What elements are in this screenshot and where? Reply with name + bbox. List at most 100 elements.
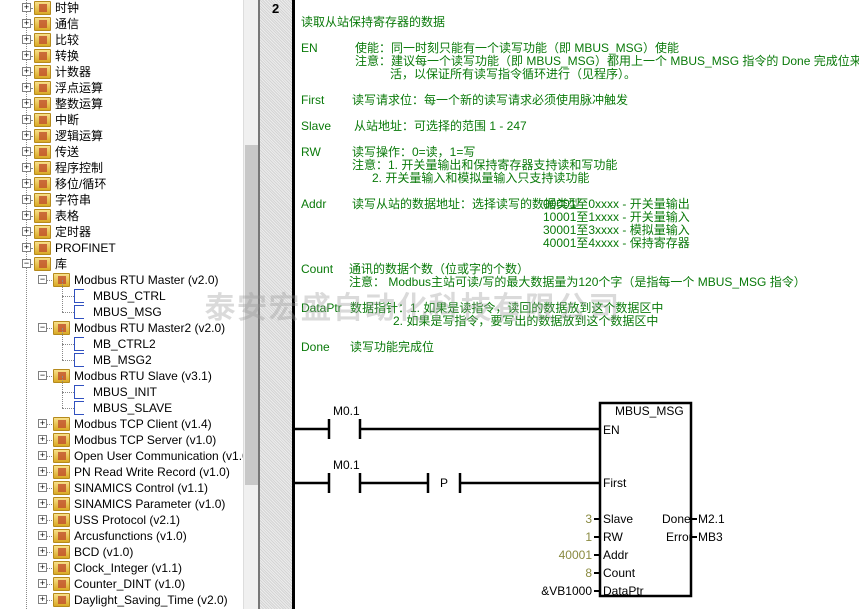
tree-item-category[interactable]: +字符串 bbox=[22, 193, 92, 207]
scrollbar-thumb[interactable] bbox=[245, 145, 258, 485]
tree-item-library-group[interactable]: −Modbus RTU Master (v2.0) bbox=[38, 273, 219, 287]
tree-item-category[interactable]: +比较 bbox=[22, 33, 80, 47]
expand-icon[interactable]: + bbox=[22, 82, 31, 92]
pin-addr: Addr bbox=[603, 548, 629, 562]
collapse-icon[interactable]: − bbox=[38, 322, 47, 332]
expand-icon[interactable]: + bbox=[38, 594, 47, 604]
slave-value[interactable]: 3 bbox=[585, 512, 592, 526]
dataptr-value[interactable]: &VB1000 bbox=[541, 584, 592, 598]
expand-icon[interactable]: + bbox=[22, 226, 31, 236]
folder-icon bbox=[34, 161, 51, 175]
expand-icon[interactable]: + bbox=[22, 34, 31, 44]
folder-icon bbox=[34, 1, 51, 15]
subroutine-icon bbox=[74, 353, 84, 367]
expand-icon[interactable]: + bbox=[22, 242, 31, 252]
tree-item-library-group[interactable]: −Modbus RTU Master2 (v2.0) bbox=[38, 321, 226, 335]
tree-item-library-group[interactable]: +Clock_Integer (v1.1) bbox=[38, 561, 183, 575]
tree-item-library[interactable]: −库 bbox=[22, 257, 68, 271]
rw-line1: 读写操作：0=读，1=写 bbox=[352, 145, 476, 159]
tree-item-category[interactable]: +计数器 bbox=[22, 65, 92, 79]
expand-icon[interactable]: + bbox=[22, 66, 31, 76]
tree-item-category[interactable]: +程序控制 bbox=[22, 161, 104, 175]
expand-icon[interactable]: + bbox=[22, 194, 31, 204]
done-value[interactable]: M2.1 bbox=[698, 512, 725, 526]
expand-icon[interactable]: + bbox=[38, 482, 47, 492]
tree-item-library-group[interactable]: +BCD (v1.0) bbox=[38, 545, 134, 559]
library-folder-icon bbox=[53, 497, 70, 511]
count-value[interactable]: 8 bbox=[585, 566, 592, 580]
block-title[interactable]: MBUS_MSG bbox=[615, 404, 684, 418]
tree-item-library-group[interactable]: +Arcusfunctions (v1.0) bbox=[38, 529, 187, 543]
addr-line1: 读写从站的数据地址：选择读写的数据类型 bbox=[352, 197, 581, 211]
subroutine-icon bbox=[74, 385, 84, 399]
tree-item-category[interactable]: +PROFINET bbox=[22, 241, 116, 255]
tree-item-instruction[interactable]: MBUS_INIT bbox=[0, 376, 243, 400]
en-line3: 活，以保证所有读写指令循环进行（见程序）。 bbox=[390, 67, 637, 81]
addr-type2: 10001至1xxxx - 开关量输入 bbox=[543, 210, 690, 224]
expand-icon[interactable]: + bbox=[38, 578, 47, 588]
tree-item-instruction[interactable]: MB_CTRL2 bbox=[0, 328, 243, 352]
tree-item-library-group[interactable]: +Daylight_Saving_Time (v2.0) bbox=[38, 593, 228, 607]
pin-rw: RW bbox=[603, 530, 623, 544]
expand-icon[interactable]: + bbox=[38, 450, 47, 460]
tree-item-instruction[interactable]: MBUS_SLAVE bbox=[0, 392, 243, 416]
instruction-tree[interactable]: +时钟 +通信 +比较 +转换 +计数器 +浮点运算 +整数运算 +中断 +逻辑运算 +传送 +程序… bbox=[0, 0, 243, 609]
expand-icon[interactable]: + bbox=[22, 50, 31, 60]
expand-icon[interactable]: + bbox=[38, 466, 47, 476]
expand-icon[interactable]: + bbox=[22, 210, 31, 220]
expand-icon[interactable]: + bbox=[22, 162, 31, 172]
tree-item-category[interactable]: +时钟 bbox=[22, 1, 80, 15]
expand-icon[interactable]: + bbox=[38, 434, 47, 444]
done-line1: 读写功能完成位 bbox=[350, 340, 435, 354]
addr-type1: 00001至0xxxx - 开关量输出 bbox=[543, 197, 690, 211]
collapse-icon[interactable]: − bbox=[38, 274, 47, 284]
error-value[interactable]: MB3 bbox=[698, 530, 723, 544]
tree-item-instruction[interactable]: MBUS_MSG bbox=[0, 296, 243, 320]
expand-icon[interactable]: + bbox=[38, 546, 47, 556]
folder-icon bbox=[34, 65, 51, 79]
tree-item-category[interactable]: +传送 bbox=[22, 145, 80, 159]
expand-icon[interactable]: + bbox=[22, 18, 31, 28]
tree-item-category[interactable]: +逻辑运算 bbox=[22, 129, 104, 143]
subroutine-icon bbox=[74, 401, 84, 415]
tree-item-library-group[interactable]: +SINAMICS Control (v1.1) bbox=[38, 481, 209, 495]
tree-item-category[interactable]: +表格 bbox=[22, 209, 80, 223]
tree-item-category[interactable]: +移位/循环 bbox=[22, 177, 107, 191]
expand-icon[interactable]: + bbox=[38, 562, 47, 572]
tree-item-library-group[interactable]: +Counter_DINT (v1.0) bbox=[38, 577, 186, 591]
expand-icon[interactable]: + bbox=[38, 418, 47, 428]
expand-icon[interactable]: + bbox=[38, 530, 47, 540]
tree-item-instruction[interactable]: MBUS_CTRL bbox=[0, 280, 243, 304]
tree-item-library-group[interactable]: +SINAMICS Parameter (v1.0) bbox=[38, 497, 226, 511]
network-gutter bbox=[258, 0, 292, 609]
expand-icon[interactable]: + bbox=[22, 114, 31, 124]
tree-item-instruction[interactable]: MB_MSG2 bbox=[0, 344, 243, 368]
tree-item-library-group[interactable]: +Modbus TCP Client (v1.4) bbox=[38, 417, 212, 431]
expand-icon[interactable]: + bbox=[38, 514, 47, 524]
tree-item-library-group[interactable]: +PN Read Write Record (v1.0) bbox=[38, 465, 230, 479]
collapse-icon[interactable]: − bbox=[38, 370, 47, 380]
tree-item-category[interactable]: +通信 bbox=[22, 17, 80, 31]
tree-item-category[interactable]: +中断 bbox=[22, 113, 80, 127]
expand-icon[interactable]: + bbox=[38, 498, 47, 508]
tree-item-library-group[interactable]: +Open User Communication (v1.0) bbox=[38, 449, 243, 463]
tree-item-category[interactable]: +定时器 bbox=[22, 225, 92, 239]
tree-scrollbar[interactable] bbox=[243, 0, 258, 609]
tree-item-library-group[interactable]: +Modbus TCP Server (v1.0) bbox=[38, 433, 217, 447]
expand-icon[interactable]: + bbox=[22, 146, 31, 156]
expand-icon[interactable]: + bbox=[22, 2, 31, 12]
tree-item-category[interactable]: +浮点运算 bbox=[22, 81, 104, 95]
tree-item-category[interactable]: +整数运算 bbox=[22, 97, 104, 111]
pin-count: Count bbox=[603, 566, 636, 580]
addr-value[interactable]: 40001 bbox=[558, 548, 592, 562]
tree-item-library-group[interactable]: +USS Protocol (v2.1) bbox=[38, 513, 181, 527]
dataptr-line1: 数据指针：1. 如果是读指令，读回的数据放到这个数据区中 bbox=[350, 301, 664, 315]
rw-value[interactable]: 1 bbox=[585, 530, 592, 544]
tree-item-category[interactable]: +转换 bbox=[22, 49, 80, 63]
collapse-icon[interactable]: − bbox=[22, 258, 31, 268]
expand-icon[interactable]: + bbox=[22, 130, 31, 140]
expand-icon[interactable]: + bbox=[22, 178, 31, 188]
first-line1: 读写请求位：每一个新的读写请求必须使用脉冲触发 bbox=[352, 93, 629, 107]
expand-icon[interactable]: + bbox=[22, 98, 31, 108]
